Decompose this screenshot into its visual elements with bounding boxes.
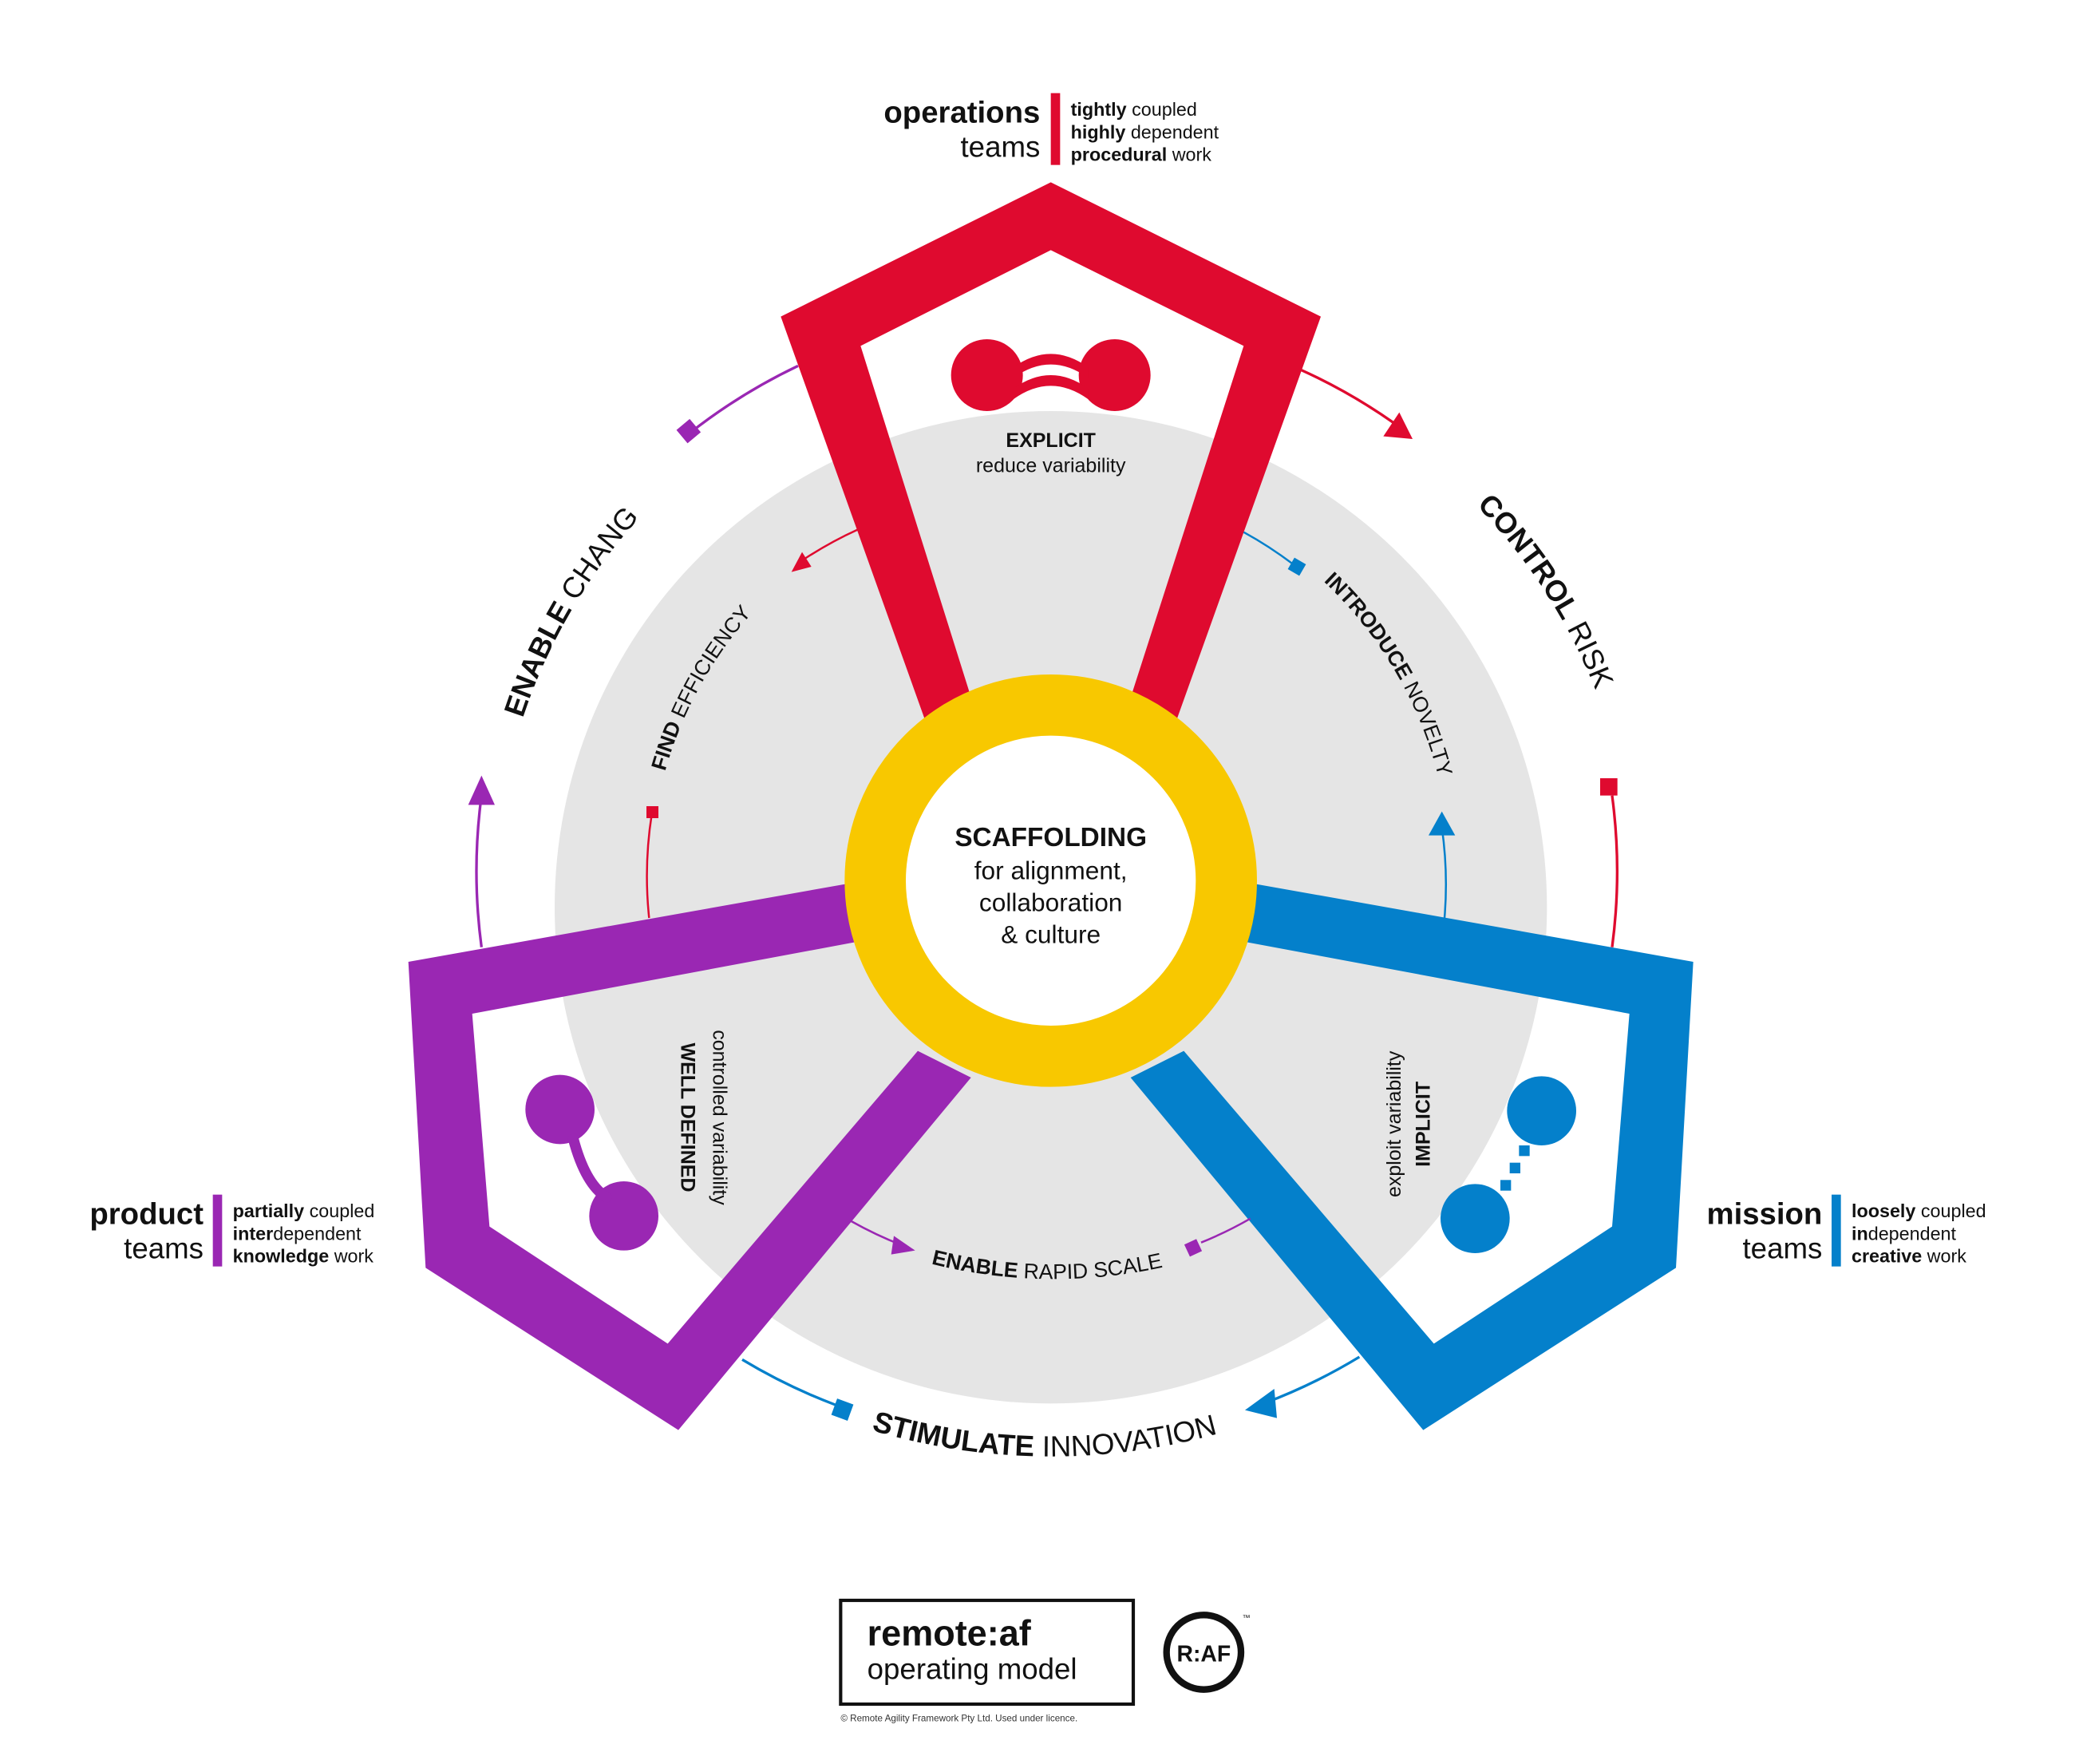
scaffolding-line-2: collaboration (979, 888, 1123, 917)
mission-name: mission (1706, 1196, 1822, 1231)
product-accent-bar (212, 1194, 223, 1267)
mission-style-title: IMPLICIT (1413, 1082, 1435, 1167)
dotted-link-icon (1441, 1076, 1576, 1253)
stimulate-innovation-label: STIMULATE INNOVATION (869, 1405, 1219, 1463)
product-pentagon (408, 880, 971, 1430)
control-risk-arrowhead (1383, 412, 1413, 439)
product-style-title: WELL DEFINED (676, 1042, 698, 1192)
operations-style-title: EXPLICIT (1006, 429, 1096, 452)
mission-accent-bar (1832, 1194, 1841, 1267)
rapid-scale-arrowhead (891, 1236, 915, 1255)
control-risk-arc (1300, 368, 1395, 425)
mission-team-label: mission teams loosely coupled independen… (1706, 1194, 1986, 1267)
operations-name: operations (883, 95, 1040, 129)
mission-sub: teams (1743, 1232, 1823, 1265)
operations-team-label: operations teams tightly coupled highly … (883, 93, 1219, 165)
control-risk-tail-arc (1611, 795, 1618, 947)
operations-sub: teams (961, 131, 1041, 164)
mission-attr-1: loosely coupled (1852, 1200, 1986, 1221)
product-attr-2: interdependent (233, 1223, 362, 1244)
scaffolding-label: SCAFFOLDING for alignment, collaboration… (955, 823, 1147, 949)
mission-style-sub: exploit variability (1383, 1050, 1405, 1197)
operations-attr-1: tightly coupled (1071, 99, 1197, 120)
product-attr-3: knowledge work (233, 1246, 374, 1267)
stimulate-arrowhead (1245, 1389, 1277, 1418)
mission-pentagon (1130, 880, 1694, 1430)
brand-name: remote:af (868, 1613, 1032, 1654)
raf-logo-text: R:AF (1177, 1642, 1231, 1667)
rapid-scale-tail-marker (1184, 1239, 1203, 1257)
copyright-notice: © Remote Agility Framework Pty Ltd. Used… (840, 1714, 1077, 1724)
operations-attr-3: procedural work (1071, 144, 1212, 165)
mission-attr-2: independent (1852, 1223, 1957, 1244)
operations-attr-2: highly dependent (1071, 121, 1219, 142)
linked-nodes-icon (525, 1074, 658, 1251)
enable-change-arrowhead (468, 775, 495, 805)
control-risk-label: CONTROL RISK (1472, 488, 1620, 694)
enable-change-arc (475, 795, 483, 947)
stimulate-tail-arc (741, 1358, 836, 1406)
scaffolding-ring (844, 674, 1257, 1087)
control-risk-tail-marker (1600, 778, 1618, 796)
product-name: product (89, 1196, 204, 1231)
find-efficiency-arc (804, 528, 859, 560)
mission-attr-3: creative work (1852, 1246, 1966, 1267)
brand-box: remote:af operating model (839, 1598, 1136, 1707)
product-attr-1: partially coupled (233, 1200, 375, 1221)
product-team-label: product teams partially coupled interdep… (89, 1194, 375, 1267)
connected-dumbbell-icon (951, 339, 1151, 411)
scaffolding-line-3: & culture (1001, 920, 1101, 949)
product-style-sub: controlled variability (708, 1030, 730, 1205)
scaffolding-line-1: for alignment, (974, 856, 1128, 885)
scaffolding-title: SCAFFOLDING (955, 823, 1147, 852)
raf-logo-tm: ™ (1243, 1614, 1251, 1623)
enable-change-tail-marker (676, 418, 702, 444)
introduce-novelty-arrowhead (1429, 811, 1456, 836)
operations-pentagon (781, 182, 1321, 719)
brand-subtitle: operating model (868, 1652, 1077, 1685)
introduce-novelty-marker (1287, 557, 1306, 576)
stimulate-arc (1263, 1355, 1361, 1405)
find-efficiency-tail-marker (646, 806, 658, 818)
raf-logo: R:AF ™ (1163, 1612, 1251, 1693)
product-sub: teams (124, 1232, 204, 1265)
operations-style-sub: reduce variability (976, 455, 1126, 477)
find-efficiency-tail-arc (646, 813, 653, 919)
operations-accent-bar (1050, 93, 1061, 165)
mission-style-label: IMPLICIT exploit variability (1383, 1050, 1435, 1197)
product-style-label: WELL DEFINED controlled variability (676, 1030, 730, 1205)
enable-change-label: ENABLE CHANGE (0, 0, 645, 721)
stimulate-tail-marker (831, 1398, 854, 1421)
rapid-scale-tail-arc (1200, 1217, 1251, 1244)
find-efficiency-arrowhead (791, 552, 812, 572)
enable-change-tail-arc (688, 364, 799, 435)
